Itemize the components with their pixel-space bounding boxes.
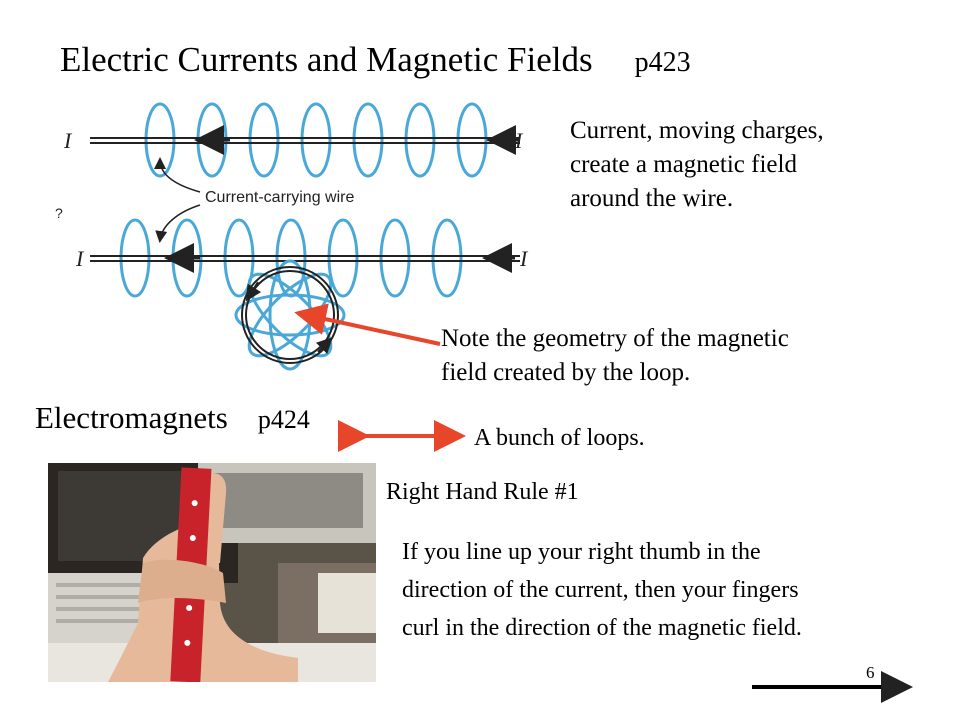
- rhr-title: Right Hand Rule #1: [386, 479, 579, 505]
- current-loop: [241, 266, 339, 364]
- field-lines-top: [144, 102, 488, 178]
- loop-note: Note the geometry of the magnetic field …: [441, 325, 789, 386]
- current-label-top-right: I: [514, 128, 524, 153]
- current-label-bottom-left: I: [75, 246, 85, 271]
- slide-title: Electric Currents and Magnetic Fields p42…: [60, 40, 691, 80]
- title-text: Electric Currents and Magnetic Fields: [60, 40, 593, 79]
- diagram-wire-label: Current-carrying wire: [205, 189, 354, 206]
- svg-text:?: ?: [55, 205, 63, 221]
- title-page-ref: p423: [634, 47, 691, 78]
- right-hand-photo: [48, 463, 376, 682]
- label-pointer-top: [154, 157, 201, 193]
- loop-field-lines: [234, 259, 346, 371]
- slide-number: 6: [866, 663, 875, 682]
- current-label-top-left: I: [63, 128, 73, 153]
- current-explanation: Current, moving charges, create a magnet…: [570, 117, 824, 212]
- wire-top: [90, 125, 520, 155]
- rhr-explanation: If you line up your right thumb in the d…: [402, 539, 802, 641]
- loop-pointer-arrow: [294, 303, 441, 346]
- loops-caption: A bunch of loops.: [474, 425, 645, 451]
- wire-bottom: [90, 243, 520, 273]
- label-pointer-bottom: [155, 204, 201, 243]
- current-label-bottom-right: I: [519, 246, 529, 271]
